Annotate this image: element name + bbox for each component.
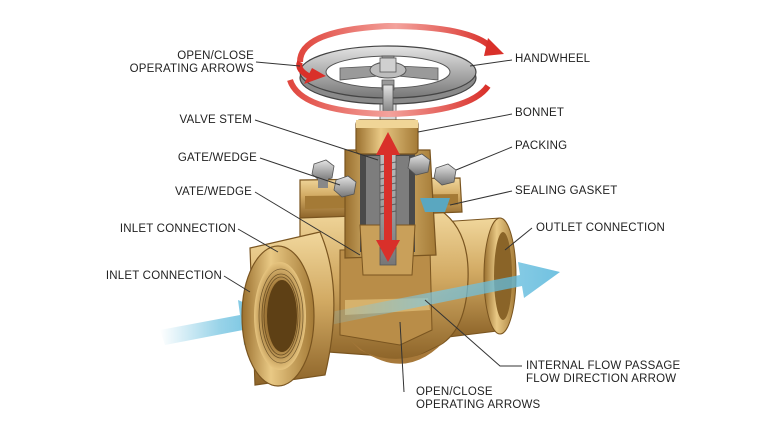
rotation-operating-arrows bbox=[287, 22, 504, 118]
leader-open-close-top bbox=[255, 61, 301, 67]
label-inlet-connection-1: INLET CONNECTION bbox=[119, 223, 236, 235]
bolt-4 bbox=[433, 163, 457, 186]
label-internal-flow: INTERNAL FLOW PASSAGE FLOW DIRECTION ARR… bbox=[526, 360, 680, 386]
leader-packing bbox=[455, 146, 513, 171]
leader-handwheel bbox=[469, 59, 513, 67]
label-open-close-bottom-line2: OPERATING ARROWS bbox=[416, 399, 541, 411]
label-open-close-bottom-line1: OPEN/CLOSE bbox=[416, 386, 493, 398]
bolt-1 bbox=[311, 159, 335, 188]
label-inlet-connection-2: INLET CONNECTION bbox=[105, 270, 222, 282]
inlet-connection-hub bbox=[241, 231, 335, 387]
flange-bolts bbox=[311, 153, 457, 198]
label-packing: PACKING bbox=[515, 140, 568, 152]
label-open-close-top-line2: OPERATING ARROWS bbox=[129, 63, 254, 75]
leader-internal-flow bbox=[424, 299, 522, 367]
leader-gate-wedge bbox=[259, 157, 341, 186]
label-open-close-arrows-top: OPEN/CLOSE OPERATING ARROWS bbox=[120, 50, 254, 76]
vertical-operating-arrow bbox=[376, 132, 400, 262]
label-gate-wedge: GATE/WEDGE bbox=[177, 152, 257, 164]
label-outlet-connection: OUTLET CONNECTION bbox=[536, 222, 666, 234]
bolt-3 bbox=[407, 153, 431, 176]
label-internal-flow-line1: INTERNAL FLOW PASSAGE bbox=[526, 360, 681, 372]
leader-vate-wedge bbox=[254, 191, 361, 256]
leader-sealing-gasket bbox=[449, 190, 513, 206]
label-handwheel: HANDWHEEL bbox=[515, 53, 591, 65]
handwheel bbox=[299, 45, 477, 116]
leader-open-close-bottom bbox=[399, 321, 405, 393]
leader-inlet-connection-1 bbox=[237, 228, 279, 253]
label-open-close-arrows-bottom: OPEN/CLOSE OPERATING ARROWS bbox=[416, 386, 540, 412]
label-internal-flow-line2: FLOW DIRECTION ARROW bbox=[526, 373, 677, 385]
label-vate-wedge: VATE/WEDGE bbox=[175, 186, 252, 198]
label-valve-stem: VALVE STEM bbox=[179, 114, 252, 126]
bolt-2 bbox=[333, 175, 357, 198]
leader-bonnet bbox=[417, 113, 513, 133]
leader-lines bbox=[223, 59, 533, 393]
label-sealing-gasket: SEALING GASKET bbox=[515, 185, 618, 197]
leader-outlet-connection bbox=[504, 227, 533, 251]
internal-flow-arrow bbox=[300, 262, 560, 330]
label-open-close-top-line1: OPEN/CLOSE bbox=[177, 50, 254, 62]
leader-valve-stem bbox=[254, 119, 379, 161]
label-bonnet: BONNET bbox=[515, 107, 565, 119]
leader-inlet-connection-2 bbox=[223, 275, 251, 293]
